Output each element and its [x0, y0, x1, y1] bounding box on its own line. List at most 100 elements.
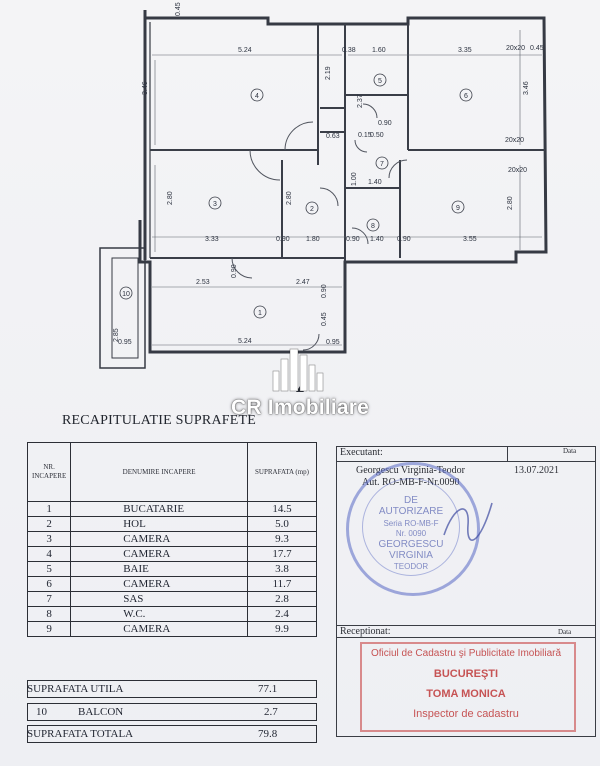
dimension-label: 3.33: [205, 236, 219, 243]
dimension-label: 2.47: [296, 279, 310, 286]
room-label: 10: [122, 291, 130, 298]
dimension-label: 2.19: [325, 66, 332, 80]
dimension-label: 1.60: [372, 47, 386, 54]
room-label: 2: [310, 206, 314, 213]
cadastre-city: BUCUREŞTI: [433, 668, 499, 680]
dimension-label: 5.24: [238, 47, 252, 54]
row-nr: 4: [26, 546, 72, 562]
brand-watermark: CR Imobiliare: [195, 345, 405, 420]
row-nr: 2: [26, 516, 72, 532]
row-nr: 9: [26, 621, 72, 637]
dimension-label: 3.46: [142, 81, 149, 95]
room-2-marker: [305, 201, 319, 215]
row-nr: 3: [26, 531, 72, 547]
inspector-name: TOMA MONICA: [426, 688, 506, 700]
column-header-nr: NR. INCAPERE: [26, 442, 72, 502]
row-name: BUCATARIE: [70, 501, 248, 517]
room-10-marker: [119, 286, 133, 300]
dimension-label: 3.55: [463, 236, 477, 243]
dimension-label: 0.45: [175, 2, 182, 16]
dimension-label: 1.00: [351, 172, 358, 186]
room-6-marker: [459, 88, 473, 102]
dimension-label: 2.53: [196, 279, 210, 286]
row-area: 9.3: [247, 531, 317, 547]
city-skyline-icon: [272, 348, 324, 392]
room-5-marker: [373, 73, 387, 87]
row-area: 3.8: [247, 561, 317, 577]
dimension-label: 2.80: [507, 196, 514, 210]
room-label: 1: [258, 310, 262, 317]
dimension-label: 0.45: [530, 45, 544, 52]
stamp-line: VIRGINIA: [389, 550, 433, 561]
row-name: SAS: [70, 591, 248, 607]
executant-date-label: Data: [563, 447, 577, 455]
dimension-label: 0.63: [326, 133, 340, 140]
room-9-marker: [451, 200, 465, 214]
dimension-label: 20x20: [508, 167, 527, 174]
room-label: 4: [255, 93, 259, 100]
dimension-label: 0.90: [397, 236, 411, 243]
recap-title: RECAPITULATIE SUPRAFETE: [62, 413, 256, 428]
dimension-label: 1.40: [368, 179, 382, 186]
dimension-label: 2.80: [286, 191, 293, 205]
dimension-label: 0.15: [358, 132, 372, 139]
useful-area-row: SUPRAFATA UTILA 77.1: [27, 680, 317, 698]
row-area: 17.7: [247, 546, 317, 562]
stamp-line: GEORGESCU: [378, 539, 444, 550]
dimension-label: 2.85: [113, 328, 120, 342]
signature-scribble: [443, 502, 493, 541]
row-nr: 7: [26, 591, 72, 607]
dimension-label: 3.35: [458, 47, 472, 54]
dimension-label: 20x20: [506, 45, 525, 52]
total-area-value: 79.8: [258, 728, 278, 740]
room-1-marker: [253, 305, 267, 319]
useful-area-label: SUPRAFATA UTILA: [27, 683, 124, 695]
room-label: 6: [464, 93, 468, 100]
row-area: 2.4: [247, 606, 317, 622]
stamp-line: TEODOR: [393, 562, 429, 571]
cadastre-stamp: [360, 642, 576, 732]
stamp-line: AUTORIZARE: [378, 506, 444, 517]
room-8-marker: [366, 218, 380, 232]
room-3-marker: [208, 196, 222, 210]
dimension-label: 0.90: [378, 120, 392, 127]
row-name: HOL: [70, 516, 248, 532]
room-label: 7: [380, 161, 384, 168]
row-name: CAMERA: [70, 621, 248, 637]
cadastre-office: Oficiul de Cadastru şi Publicitate Imobi…: [370, 648, 562, 659]
row-nr: 1: [26, 501, 72, 517]
balcony-row: 10 BALCON 2.7: [27, 703, 317, 721]
total-area-label: SUPRAFATA TOTALA: [27, 728, 134, 740]
dimension-label: 0.38: [342, 47, 356, 54]
dimension-label: 0.90: [321, 284, 328, 298]
executant-date: 13.07.2021: [514, 465, 559, 476]
receptionat-date-label: Data: [558, 628, 572, 636]
dimension-label: 2.80: [167, 191, 174, 205]
row-area: 11.7: [247, 576, 317, 592]
dimension-label: 2.37: [357, 94, 364, 108]
row-area: 9.9: [247, 621, 317, 637]
dimension-label: 1.80: [306, 236, 320, 243]
signature-box: [336, 446, 596, 737]
room-label: 5: [378, 78, 382, 85]
inspector-title: Inspector de cadastru: [413, 708, 519, 720]
stamp-line: Seria RO-MB-F: [383, 519, 439, 528]
row-area: 2.8: [247, 591, 317, 607]
stamp-line: Nr. 0090: [395, 529, 427, 538]
row-name: W.C.: [70, 606, 248, 622]
balcony-value: 2.7: [264, 706, 278, 718]
dimension-label: 20x20: [505, 137, 524, 144]
room-4-marker: [250, 88, 264, 102]
authorization-stamp-inner: [362, 478, 460, 576]
room-label: 8: [371, 223, 375, 230]
